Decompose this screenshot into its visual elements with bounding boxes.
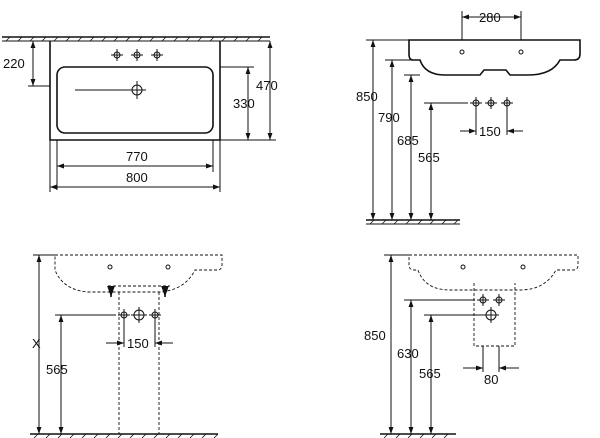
dim-upper-height: 630	[397, 346, 419, 361]
dim-waste-spacing: 80	[484, 372, 498, 387]
fixing-hole-icon	[470, 97, 513, 109]
dim-rim-height: 850	[364, 328, 386, 343]
dim-total-width: 800	[126, 170, 148, 185]
front-view-pedestal: X 565 150	[30, 254, 223, 438]
dim-underside-height: 790	[378, 110, 400, 125]
basin-outline-front	[54, 254, 223, 293]
dim-variable-height: X	[32, 336, 41, 351]
top-view: 220 330 470 770 800	[2, 36, 278, 192]
dim-bowl-depth: 330	[233, 96, 255, 111]
fixing-hole-icon	[111, 49, 163, 61]
dim-total-depth: 470	[256, 78, 278, 93]
dim-waste-spacing: 150	[127, 336, 149, 351]
basin-outline-side	[408, 254, 579, 291]
dim-tap-height: 685	[397, 133, 419, 148]
side-view-standard: 280 850 790 685 565 150	[356, 10, 581, 225]
dim-waste-height: 565	[46, 362, 68, 377]
pedestal-outline	[118, 292, 160, 434]
drain-hole-icon	[75, 81, 146, 99]
wall-hatch	[2, 36, 270, 42]
dim-waste-height: 565	[419, 366, 441, 381]
bowl-outline-top	[56, 66, 214, 134]
basin-outline-top	[49, 41, 221, 141]
dim-waste-spacing: 150	[479, 124, 501, 139]
dim-tap-offset: 220	[3, 56, 25, 71]
dim-waste-height: 565	[418, 150, 440, 165]
dim-rim-height: 850	[356, 89, 378, 104]
fixing-hole-icon	[477, 294, 505, 323]
basin-profile-side	[408, 39, 581, 76]
fixing-hole-icon	[118, 307, 161, 323]
side-view-semi-pedestal: 850 630 565 80	[364, 254, 579, 438]
dim-bowl-width: 770	[126, 149, 148, 164]
dim-tap-spacing: 280	[479, 10, 501, 25]
